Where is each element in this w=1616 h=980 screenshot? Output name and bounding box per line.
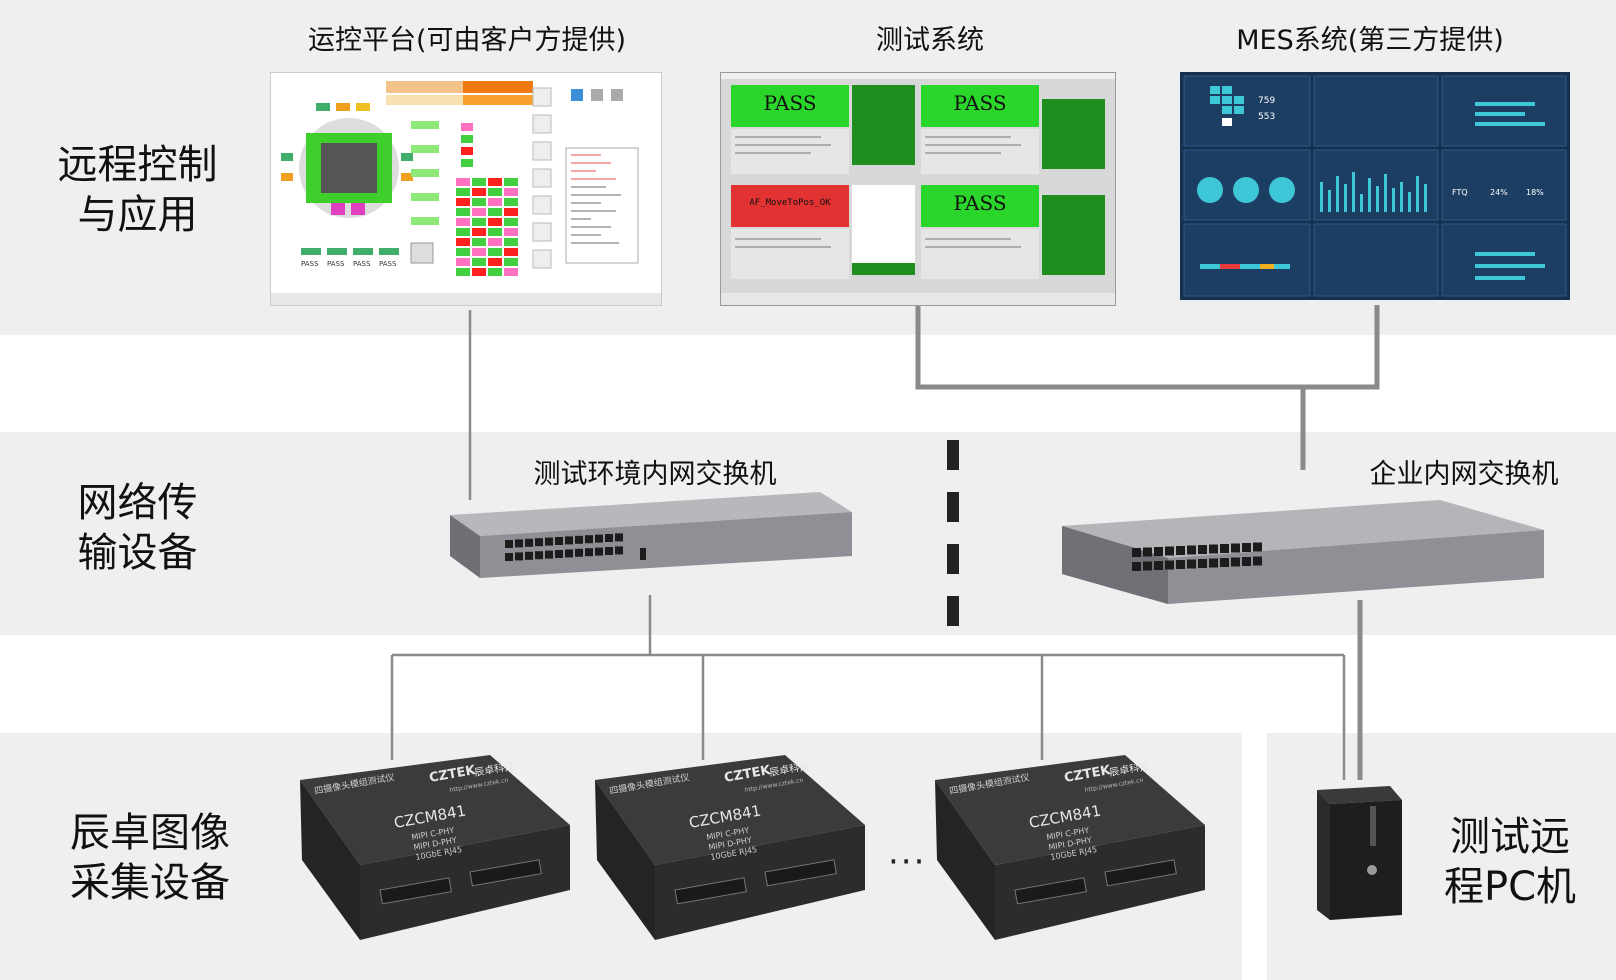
caption-ops-platform: 运控平台(可由客户方提供) bbox=[307, 25, 627, 56]
separator-dash bbox=[947, 492, 959, 522]
ops-result-3: PASS bbox=[353, 260, 371, 268]
test-panel-3-status: AF_MoveToPos_OK bbox=[749, 198, 831, 208]
caption-corp-switch: 企业内网交换机 bbox=[1369, 459, 1559, 490]
category-capture-line2: 采集设备 bbox=[70, 860, 230, 906]
test-system-screen: PASS PASS AF_MoveToPos_OK PASS bbox=[720, 72, 1116, 306]
category-network-line2: 输设备 bbox=[77, 530, 198, 576]
category-capture-line1: 辰卓图像 bbox=[70, 810, 230, 856]
ellipsis: ··· bbox=[888, 842, 927, 882]
category-pc: 测试远 程PC机 bbox=[1420, 812, 1600, 912]
category-pc-line1: 测试远 bbox=[1450, 814, 1570, 860]
mes-ftq-label: FTQ bbox=[1452, 188, 1468, 197]
ops-platform-screen: PASS PASS PASS PASS bbox=[270, 72, 662, 306]
category-pc-line2: 程PC机 bbox=[1443, 864, 1577, 910]
mes-pct-1: 24% bbox=[1490, 188, 1508, 197]
caption-mes-system: MES系统(第三方提供) bbox=[1236, 25, 1504, 56]
category-remote-line1: 远程控制 bbox=[57, 142, 218, 188]
mes-pct-2: 18% bbox=[1526, 188, 1544, 197]
ops-result-2: PASS bbox=[327, 260, 345, 268]
category-remote-line2: 与应用 bbox=[77, 192, 198, 238]
caption-test-switch: 测试环境内网交换机 bbox=[533, 459, 777, 490]
separator-dash bbox=[947, 440, 959, 470]
category-network: 网络传 输设备 bbox=[30, 478, 245, 578]
ops-result-1: PASS bbox=[301, 260, 319, 268]
line-test-to-mes bbox=[915, 305, 1380, 390]
ops-platform-graphic bbox=[271, 73, 661, 305]
separator-dash bbox=[947, 596, 959, 626]
category-remote-control: 远程控制 与应用 bbox=[30, 140, 245, 240]
mes-stat-1: 759 bbox=[1258, 96, 1276, 106]
test-system-graphic bbox=[721, 73, 1115, 305]
category-capture: 辰卓图像 采集设备 bbox=[40, 808, 260, 908]
test-quadrant-3 bbox=[731, 185, 915, 279]
test-panel-4-status: PASS bbox=[953, 191, 1007, 215]
test-panel-1-status: PASS bbox=[763, 91, 817, 115]
separator-dash bbox=[947, 544, 959, 574]
test-panel-2-status: PASS bbox=[953, 91, 1007, 115]
mes-stat-2: 553 bbox=[1258, 112, 1276, 122]
test-quadrant-1 bbox=[731, 85, 915, 174]
category-network-line1: 网络传 bbox=[77, 480, 198, 526]
mes-dashboard-graphic bbox=[1183, 75, 1567, 297]
test-quadrant-4 bbox=[921, 185, 1105, 279]
mes-system-screen: 759 553 FTQ 24% 18% bbox=[1180, 72, 1570, 300]
caption-test-system: 测试系统 bbox=[876, 25, 984, 56]
ops-result-4: PASS bbox=[379, 260, 397, 268]
